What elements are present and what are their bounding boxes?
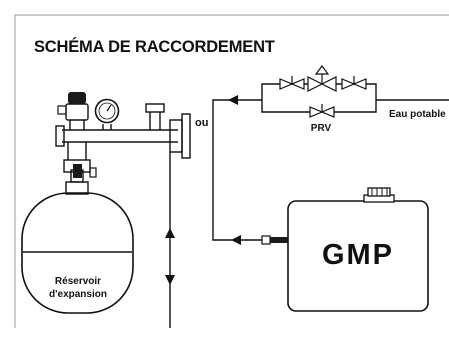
manifold (55, 103, 191, 160)
manifold-left-cap (55, 125, 65, 147)
arrow-down-icon (165, 275, 175, 285)
tank-label-line1: Réservoir (55, 276, 101, 287)
tank-label-line2: d'expansion (49, 289, 107, 300)
safety-valve (57, 92, 89, 121)
prv-bypass: PRV (261, 65, 449, 134)
expansion-tank: Réservoir d'expansion (21, 169, 134, 314)
gmp-inlet-hose (270, 237, 288, 243)
gate-valve-bypass (309, 104, 335, 118)
manifold-pipe (62, 129, 178, 143)
safety-riser (69, 120, 85, 130)
or-label: ou (195, 117, 208, 129)
frame-border (14, 14, 449, 328)
right-riser-cap (145, 103, 165, 113)
tank-isolation-valve (63, 159, 97, 178)
gmp-cap (367, 187, 391, 197)
gmp-body (287, 200, 429, 312)
gauge-needle (106, 104, 112, 112)
valve-handle (73, 164, 82, 178)
safety-valve-body (65, 103, 89, 121)
manifold-down-pipe (67, 142, 87, 160)
gate-valve-1 (279, 76, 305, 90)
gauge-riser (102, 124, 112, 130)
drain-line (165, 152, 175, 328)
gmp-unit: GMP (287, 187, 429, 312)
gmp-inlet-connector (261, 235, 271, 245)
tank-body (21, 192, 134, 314)
page-title: SCHÉMA DE RACCORDEMENT (34, 38, 275, 56)
safety-valve-outlet (57, 105, 67, 115)
bypass-loop (261, 83, 377, 113)
arrow-up-icon (165, 228, 175, 238)
arrow-left-icon-top (228, 95, 238, 105)
supply-pipe (212, 99, 262, 241)
right-riser (149, 112, 161, 130)
gmp-logo-plate (297, 234, 415, 268)
supply-line (212, 95, 288, 245)
valve-handle-tab (89, 167, 97, 178)
prv-label: PRV (311, 123, 332, 134)
pressure-reducing-valve-icon (307, 65, 337, 92)
gauge-face (98, 102, 116, 120)
pressure-gauge (94, 98, 120, 124)
arrow-left-icon-bottom (231, 235, 241, 245)
gate-valve-2 (341, 76, 367, 90)
gmp-logo-text: GMP (322, 239, 394, 271)
manifold-union (169, 119, 183, 153)
manifold-flange (181, 113, 191, 159)
safety-valve-cap (68, 92, 86, 104)
water-supply-label: Eau potable (389, 109, 446, 120)
